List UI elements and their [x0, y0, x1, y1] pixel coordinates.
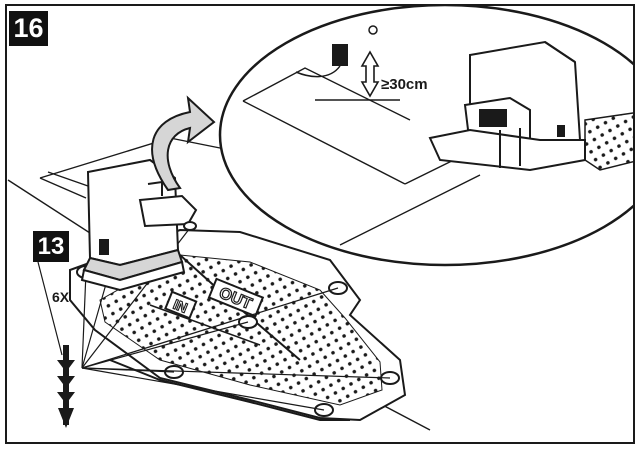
step-number-badge: 16 — [9, 11, 48, 46]
height-arrow-icon — [360, 50, 380, 98]
detail-inset: ≥30cm — [218, 6, 633, 267]
peg-count-label: 6X — [52, 289, 70, 305]
inset-plate — [584, 112, 633, 171]
charging-station-housing — [80, 158, 198, 292]
in-label: IN — [171, 296, 190, 316]
curved-arrow-icon — [151, 95, 216, 192]
peg-leader-lines — [37, 227, 391, 411]
step-number-badge-secondary: 13 — [33, 231, 69, 262]
inset-station — [428, 40, 586, 172]
ground-peg-icon — [57, 345, 75, 428]
in-marking: IN — [164, 290, 198, 320]
height-label: ≥30cm — [381, 76, 428, 93]
